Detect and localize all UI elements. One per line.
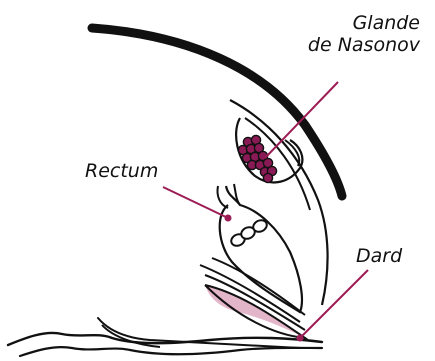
label-dard: Dard xyxy=(356,245,402,267)
label-glande-de-nasonov: Glande de Nasonov xyxy=(308,12,420,56)
sternite-3 xyxy=(98,318,300,348)
label-glande-line1: Glande xyxy=(308,12,420,34)
nasonov-gland xyxy=(238,135,276,182)
label-rectum: Rectum xyxy=(85,160,158,182)
dard-leader-dot xyxy=(297,335,304,342)
sternite-1 xyxy=(8,333,322,345)
label-glande-line2: de Nasonov xyxy=(308,34,420,56)
rectum-leader-dot xyxy=(225,215,232,222)
rectal-pads xyxy=(229,218,268,248)
sternite-2 xyxy=(20,347,322,356)
dard-leader-line xyxy=(300,270,368,338)
